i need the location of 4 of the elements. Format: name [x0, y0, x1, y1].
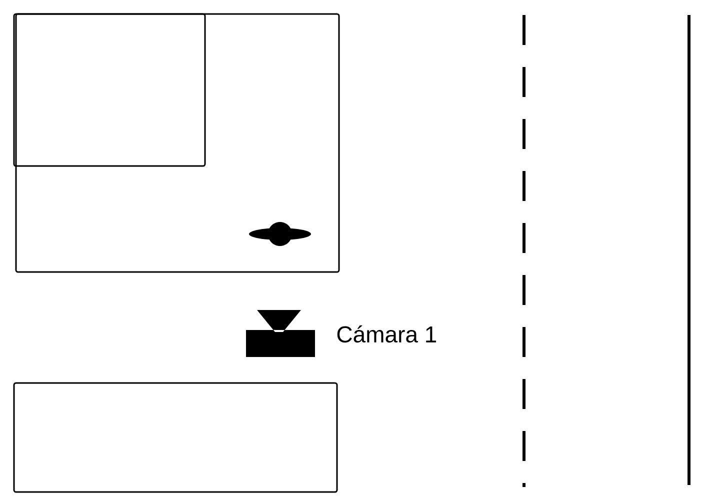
box [15, 13, 340, 273]
box [13, 382, 338, 493]
camera-label: Cámara 1 [337, 325, 436, 343]
box [13, 13, 206, 167]
